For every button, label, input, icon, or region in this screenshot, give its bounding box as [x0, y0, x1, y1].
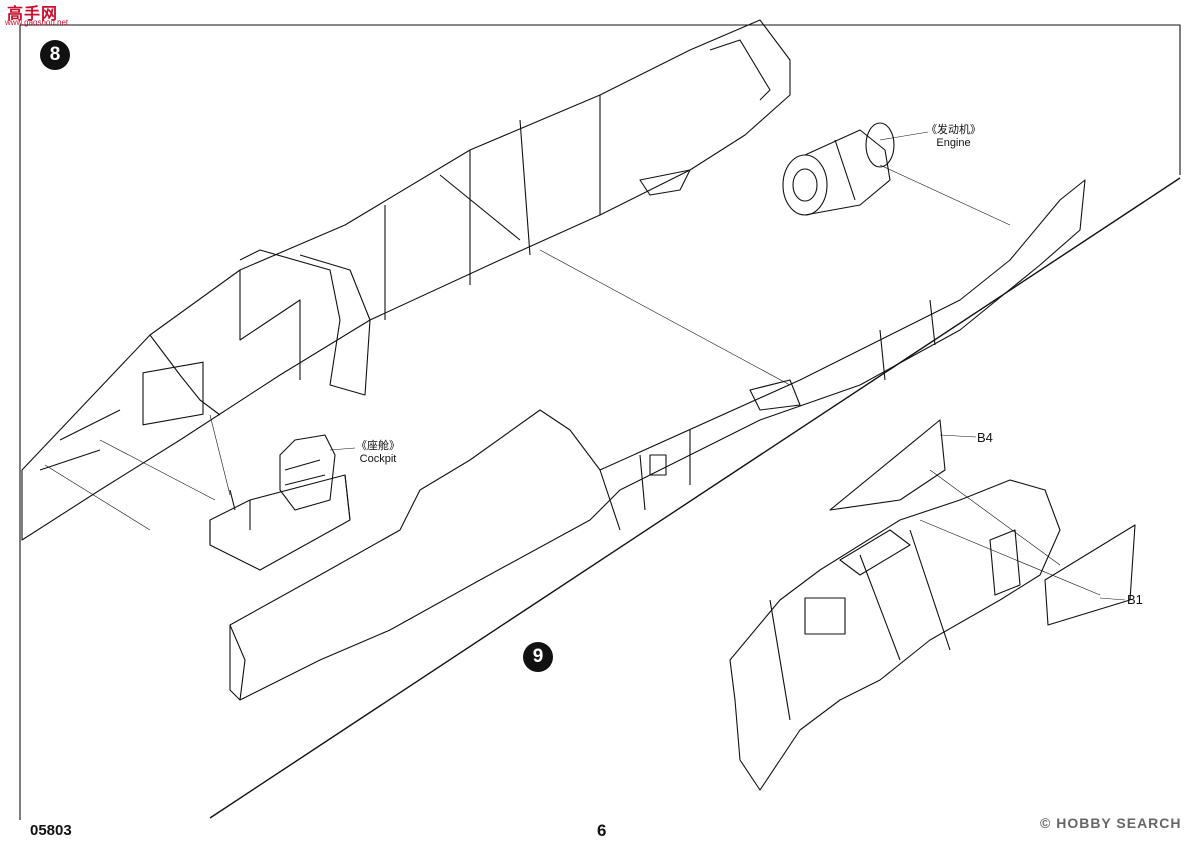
step-divider	[209, 177, 1181, 819]
page-frame	[19, 24, 1181, 820]
watermark-bottom: © HOBBY SEARCH	[1040, 815, 1182, 831]
cockpit-callout: 《座舱》 Cockpit	[356, 440, 400, 466]
fuselage-lower-half	[229, 179, 1086, 701]
engine-part	[782, 122, 895, 216]
cockpit-label-en: Cockpit	[359, 453, 397, 465]
engine-callout: 《发动机》 Engine	[926, 124, 981, 150]
fin-b4	[829, 419, 946, 511]
page-number: 6	[597, 821, 607, 840]
watermark-title: 高手网	[7, 4, 59, 23]
leader-lines	[44, 131, 1126, 601]
step-9-badge: 9	[523, 642, 553, 672]
fin-b1	[1044, 524, 1136, 626]
engine-label-en: Engine	[936, 137, 971, 149]
kit-number: 05803	[30, 822, 72, 839]
engine-label-cn: 《发动机》	[926, 124, 981, 136]
step-8-badge: 8	[40, 40, 70, 70]
rear-fuselage	[729, 479, 1061, 791]
fuselage-upper-half	[21, 19, 791, 541]
watermark-url: www.gaoshou.net	[5, 18, 69, 27]
cockpit-label-cn: 《座舱》	[356, 440, 400, 452]
part-label-b4: B4	[977, 430, 993, 445]
part-label-b1: B1	[1127, 592, 1143, 607]
cockpit-part	[209, 434, 351, 571]
